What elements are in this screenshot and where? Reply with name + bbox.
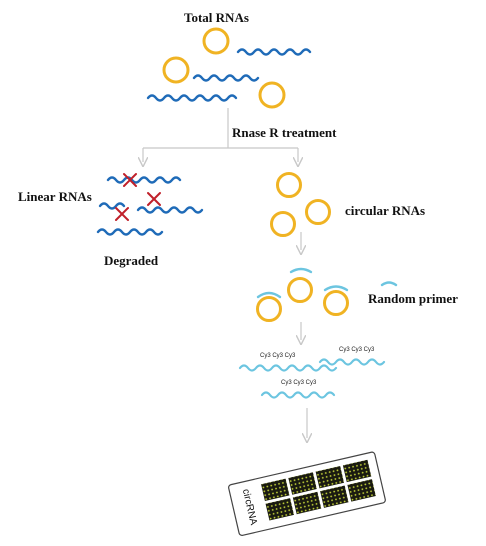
total-rna-linear-strands: [146, 48, 312, 102]
degraded-label: Degraded: [104, 253, 159, 268]
primer-arc: [289, 267, 313, 274]
cy3-label: Cy3 Cy3 Cy3: [339, 347, 375, 353]
random-primers: [256, 267, 398, 299]
branch-arrows: [143, 108, 298, 162]
rnase-r-treatment-label: Rnase R treatment: [232, 125, 337, 140]
total-rnas-label: Total RNAs: [184, 10, 249, 25]
circular-rna-shape: [256, 296, 282, 322]
cross-icon: [147, 192, 161, 206]
cy3-label: Cy3 Cy3 Cy3: [281, 380, 317, 386]
circular-rna-shape: [323, 290, 349, 316]
primer-arc: [323, 285, 349, 292]
random-primer-label: Random primer: [368, 291, 458, 306]
primer-arc: [256, 291, 282, 299]
circular-rna-shape: [287, 277, 313, 303]
circular-rna-shape: [162, 56, 190, 84]
chip-subarrays: [260, 458, 377, 522]
circular-rnas-label: circular RNAs: [345, 203, 425, 218]
labeled-cdna-strands: [238, 358, 386, 399]
cross-icon: [115, 207, 129, 221]
linear-rna-strand: [192, 74, 260, 82]
microarray-chip: circRNA: [228, 451, 386, 536]
circular-rna-shape: [270, 211, 296, 237]
linear-rna-strand: [98, 202, 126, 210]
primer-arc: [380, 281, 398, 287]
cdna-strand: [260, 391, 336, 399]
linear-rnas-label: Linear RNAs: [18, 189, 92, 204]
degraded-linear-strands: [96, 176, 204, 236]
circular-rna-shape: [305, 199, 331, 225]
cdna-strand: [238, 364, 338, 372]
cross-icon: [123, 173, 137, 187]
linear-rna-strand: [136, 206, 204, 214]
total-rna-circles: [162, 27, 286, 109]
circular-rnas: [270, 172, 331, 237]
circular-rna-shape: [258, 81, 286, 109]
linear-rna-strand: [146, 94, 238, 102]
linear-rna-strand: [96, 228, 164, 236]
circular-rna-shape: [276, 172, 302, 198]
linear-rna-strand: [106, 176, 182, 184]
cdna-strand: [318, 358, 386, 366]
cy3-label: Cy3 Cy3 Cy3: [260, 353, 296, 359]
degraded-marks: [115, 173, 161, 221]
circular-rna-shape: [202, 27, 230, 55]
linear-rna-strand: [236, 48, 312, 56]
primed-circles: [256, 277, 349, 322]
